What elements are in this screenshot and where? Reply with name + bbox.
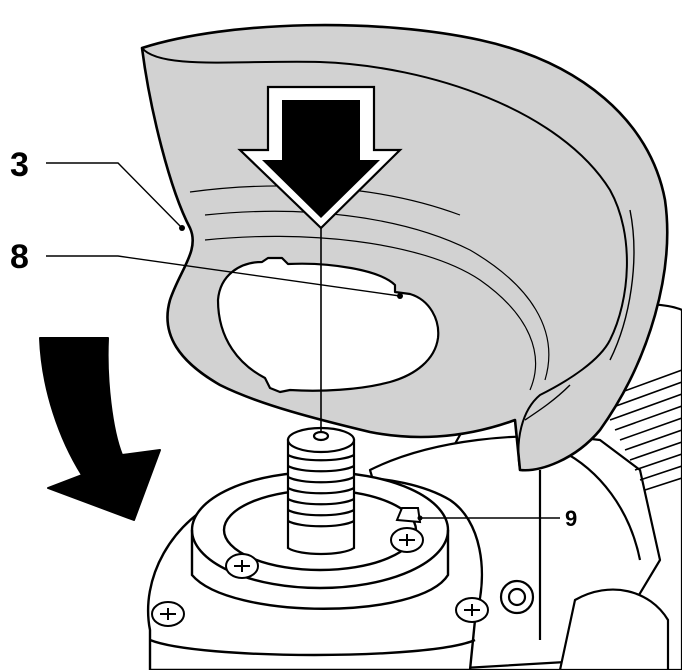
callout-3: 3 (10, 146, 185, 231)
down-arrow-icon (237, 85, 403, 230)
locking-lug (395, 507, 422, 524)
callout-label-3: 3 (10, 146, 29, 184)
rotate-arrow-icon (39, 337, 161, 521)
wheel-guard (140, 23, 669, 472)
callout-8: 8 (10, 238, 403, 299)
motor-grip-ribs (599, 369, 682, 491)
callout-label-9: 9 (565, 506, 577, 531)
callout-label-8: 8 (10, 238, 29, 276)
flange-screw (151, 527, 489, 627)
spindle (286, 426, 356, 556)
callout-9: 9 (417, 506, 577, 531)
